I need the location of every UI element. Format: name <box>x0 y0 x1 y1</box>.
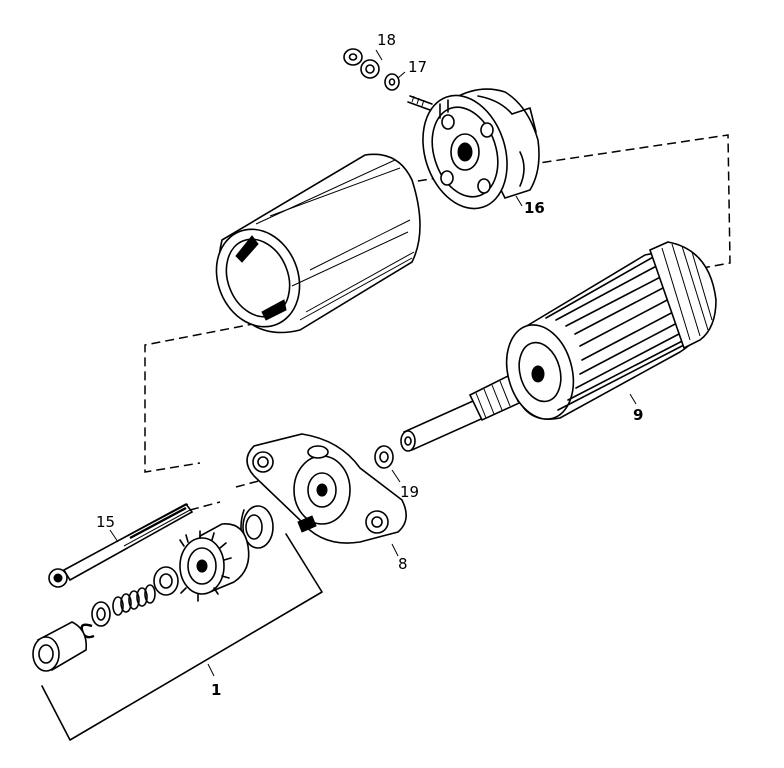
callout-17: 17 <box>408 58 427 76</box>
part-9-armature <box>400 241 717 452</box>
stop-disc <box>240 505 274 549</box>
callout-16: 16 <box>524 199 545 217</box>
callout-1-bracket <box>41 533 323 741</box>
part-15-thru-bolt <box>48 502 194 588</box>
callout-8: 8 <box>398 555 408 573</box>
part-18-nut <box>343 48 380 79</box>
part-17-washer <box>384 73 400 91</box>
callout-1: 1 <box>211 681 221 699</box>
part-8-mounting-bracket <box>246 433 407 544</box>
callout-19: 19 <box>400 483 419 501</box>
pinion-gear <box>179 523 250 602</box>
spring-retainer <box>153 566 179 596</box>
callout-9: 9 <box>633 406 643 424</box>
part-16-end-cap <box>407 88 540 210</box>
callout-18: 18 <box>377 31 396 49</box>
dust-cover <box>32 621 88 672</box>
frame-housing <box>215 153 421 334</box>
part-19-washer <box>374 445 394 469</box>
anti-drift-spring <box>112 584 156 616</box>
callout-15: 15 <box>96 513 115 531</box>
callout-leaders <box>109 49 637 677</box>
spring-cup <box>91 601 111 627</box>
